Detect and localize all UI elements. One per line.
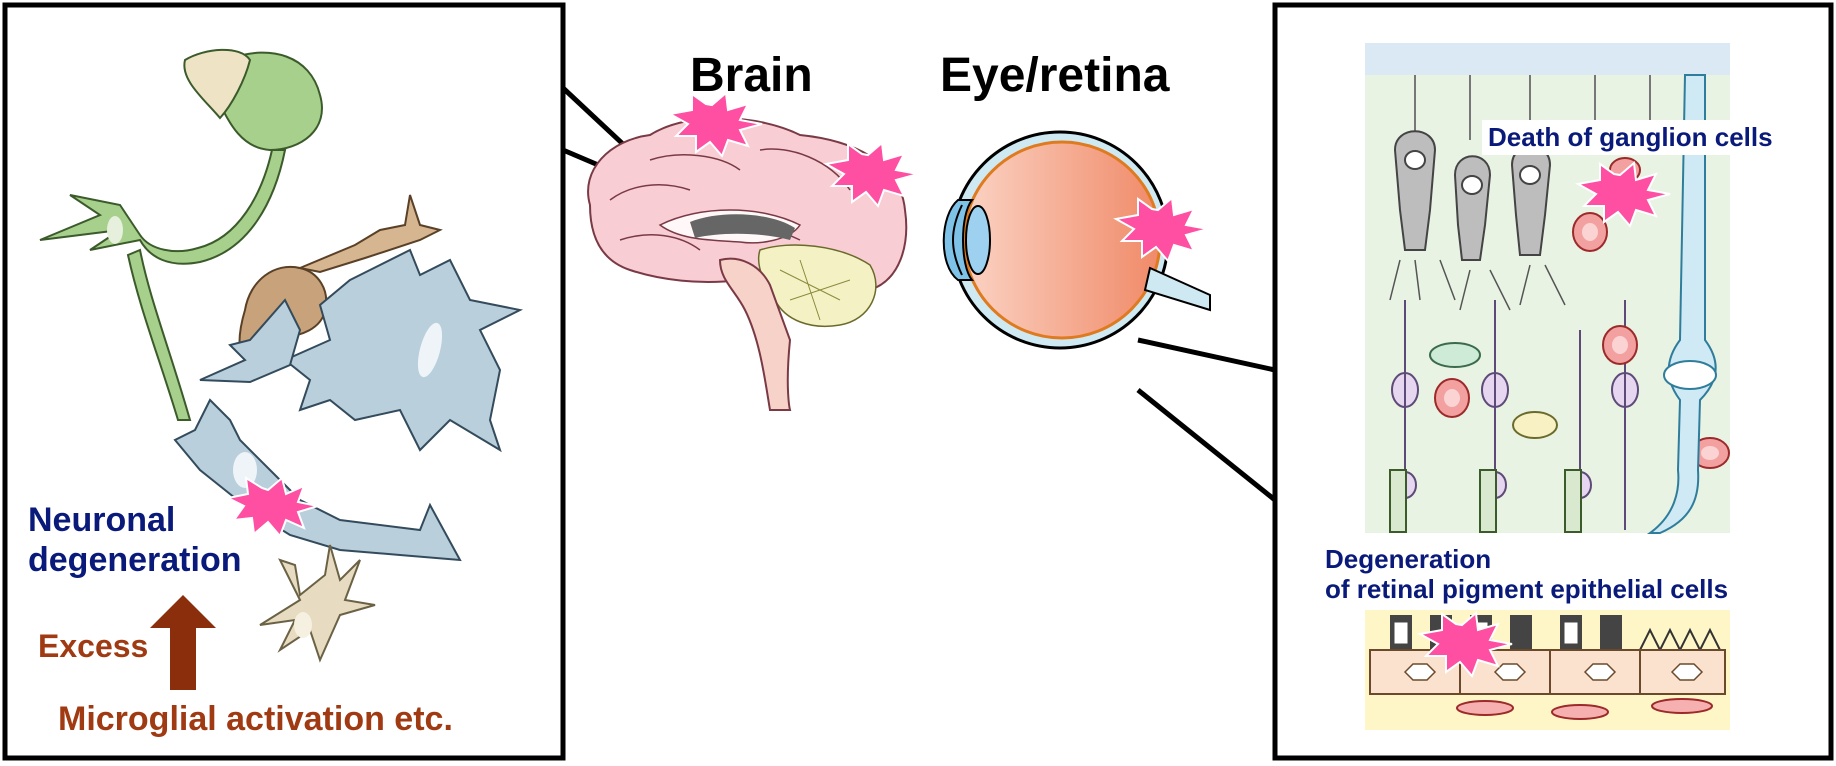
brain-title: Brain xyxy=(690,48,813,103)
eye-callout-line xyxy=(1138,340,1275,370)
microglial-activation-label: Microglial activation etc. xyxy=(58,700,453,739)
eye-retina-title: Eye/retina xyxy=(940,48,1169,103)
brain-illustration xyxy=(588,93,918,410)
neuronal-degeneration-line-2: degeneration xyxy=(28,540,241,580)
excess-label: Excess xyxy=(38,628,148,665)
neuronal-degeneration-label: Neuronal degeneration xyxy=(28,500,241,580)
ganglion-death-label: Death of ganglion cells xyxy=(1482,120,1779,155)
right-panel xyxy=(1275,5,1831,758)
eye-illustration xyxy=(944,132,1210,348)
neuronal-degeneration-line-1: Neuronal xyxy=(28,500,241,540)
rpe-degeneration-line-2: of retinal pigment epithelial cells xyxy=(1325,574,1728,604)
rpe-degeneration-line-1: Degeneration xyxy=(1325,544,1728,574)
rpe-degeneration-label: Degeneration of retinal pigment epitheli… xyxy=(1325,544,1728,604)
eye-callout-line-2 xyxy=(1138,390,1275,500)
retina-section xyxy=(1365,43,1730,533)
